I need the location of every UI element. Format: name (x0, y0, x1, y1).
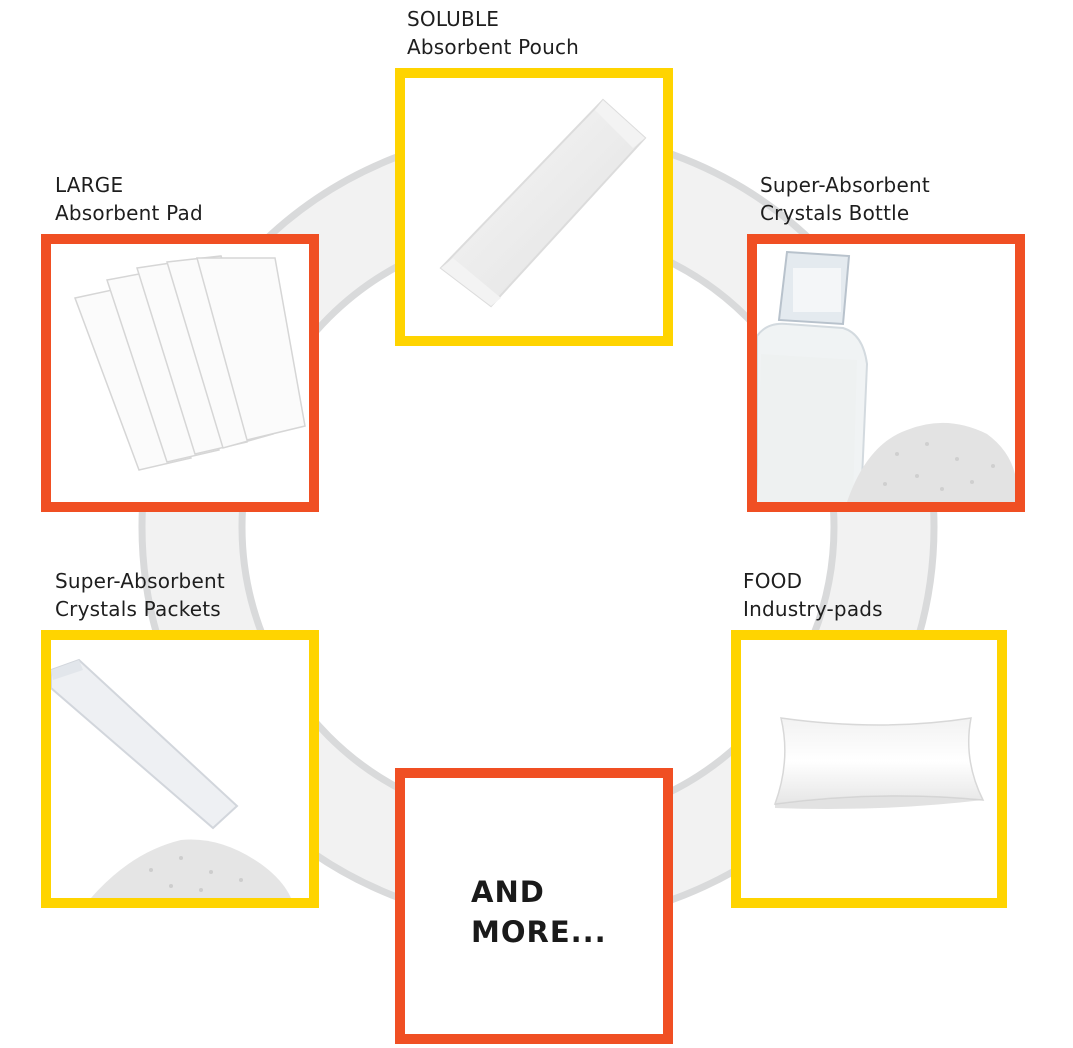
label-line2: Industry-pads (743, 597, 883, 621)
label-large-pad: LARGE Absorbent Pad (55, 171, 203, 227)
product-box-crystals-bottle (747, 234, 1025, 512)
label-line1: SOLUBLE (407, 7, 500, 31)
and-more-text: AND MORE... (471, 872, 607, 952)
product-box-food-pads (731, 630, 1007, 908)
and-more-line1: AND (471, 875, 545, 909)
product-box-crystals-packets (41, 630, 319, 908)
bottle-image (757, 250, 1015, 502)
and-more-line2: MORE... (471, 915, 607, 949)
label-line1: FOOD (743, 569, 803, 593)
stacked-pads-image (73, 255, 306, 471)
product-box-soluble-pouch (395, 68, 673, 346)
label-line2: Absorbent Pad (55, 201, 203, 225)
label-line1: Super-Absorbent (760, 173, 930, 197)
label-crystals-packets: Super-Absorbent Crystals Packets (55, 567, 225, 623)
label-soluble-pouch: SOLUBLE Absorbent Pouch (407, 5, 579, 61)
food-pad-image (773, 717, 985, 809)
label-line1: LARGE (55, 173, 124, 197)
pouch-image (439, 98, 647, 308)
product-box-large-pad (41, 234, 319, 512)
stick-packet-image (51, 658, 291, 898)
label-line2: Absorbent Pouch (407, 35, 580, 59)
label-line2: Crystals Packets (55, 597, 221, 621)
label-crystals-bottle: Super-Absorbent Crystals Bottle (760, 171, 930, 227)
label-food-pads: FOOD Industry-pads (743, 567, 883, 623)
label-line1: Super-Absorbent (55, 569, 225, 593)
and-more-box: AND MORE... (395, 768, 673, 1044)
label-line2: Crystals Bottle (760, 201, 910, 225)
